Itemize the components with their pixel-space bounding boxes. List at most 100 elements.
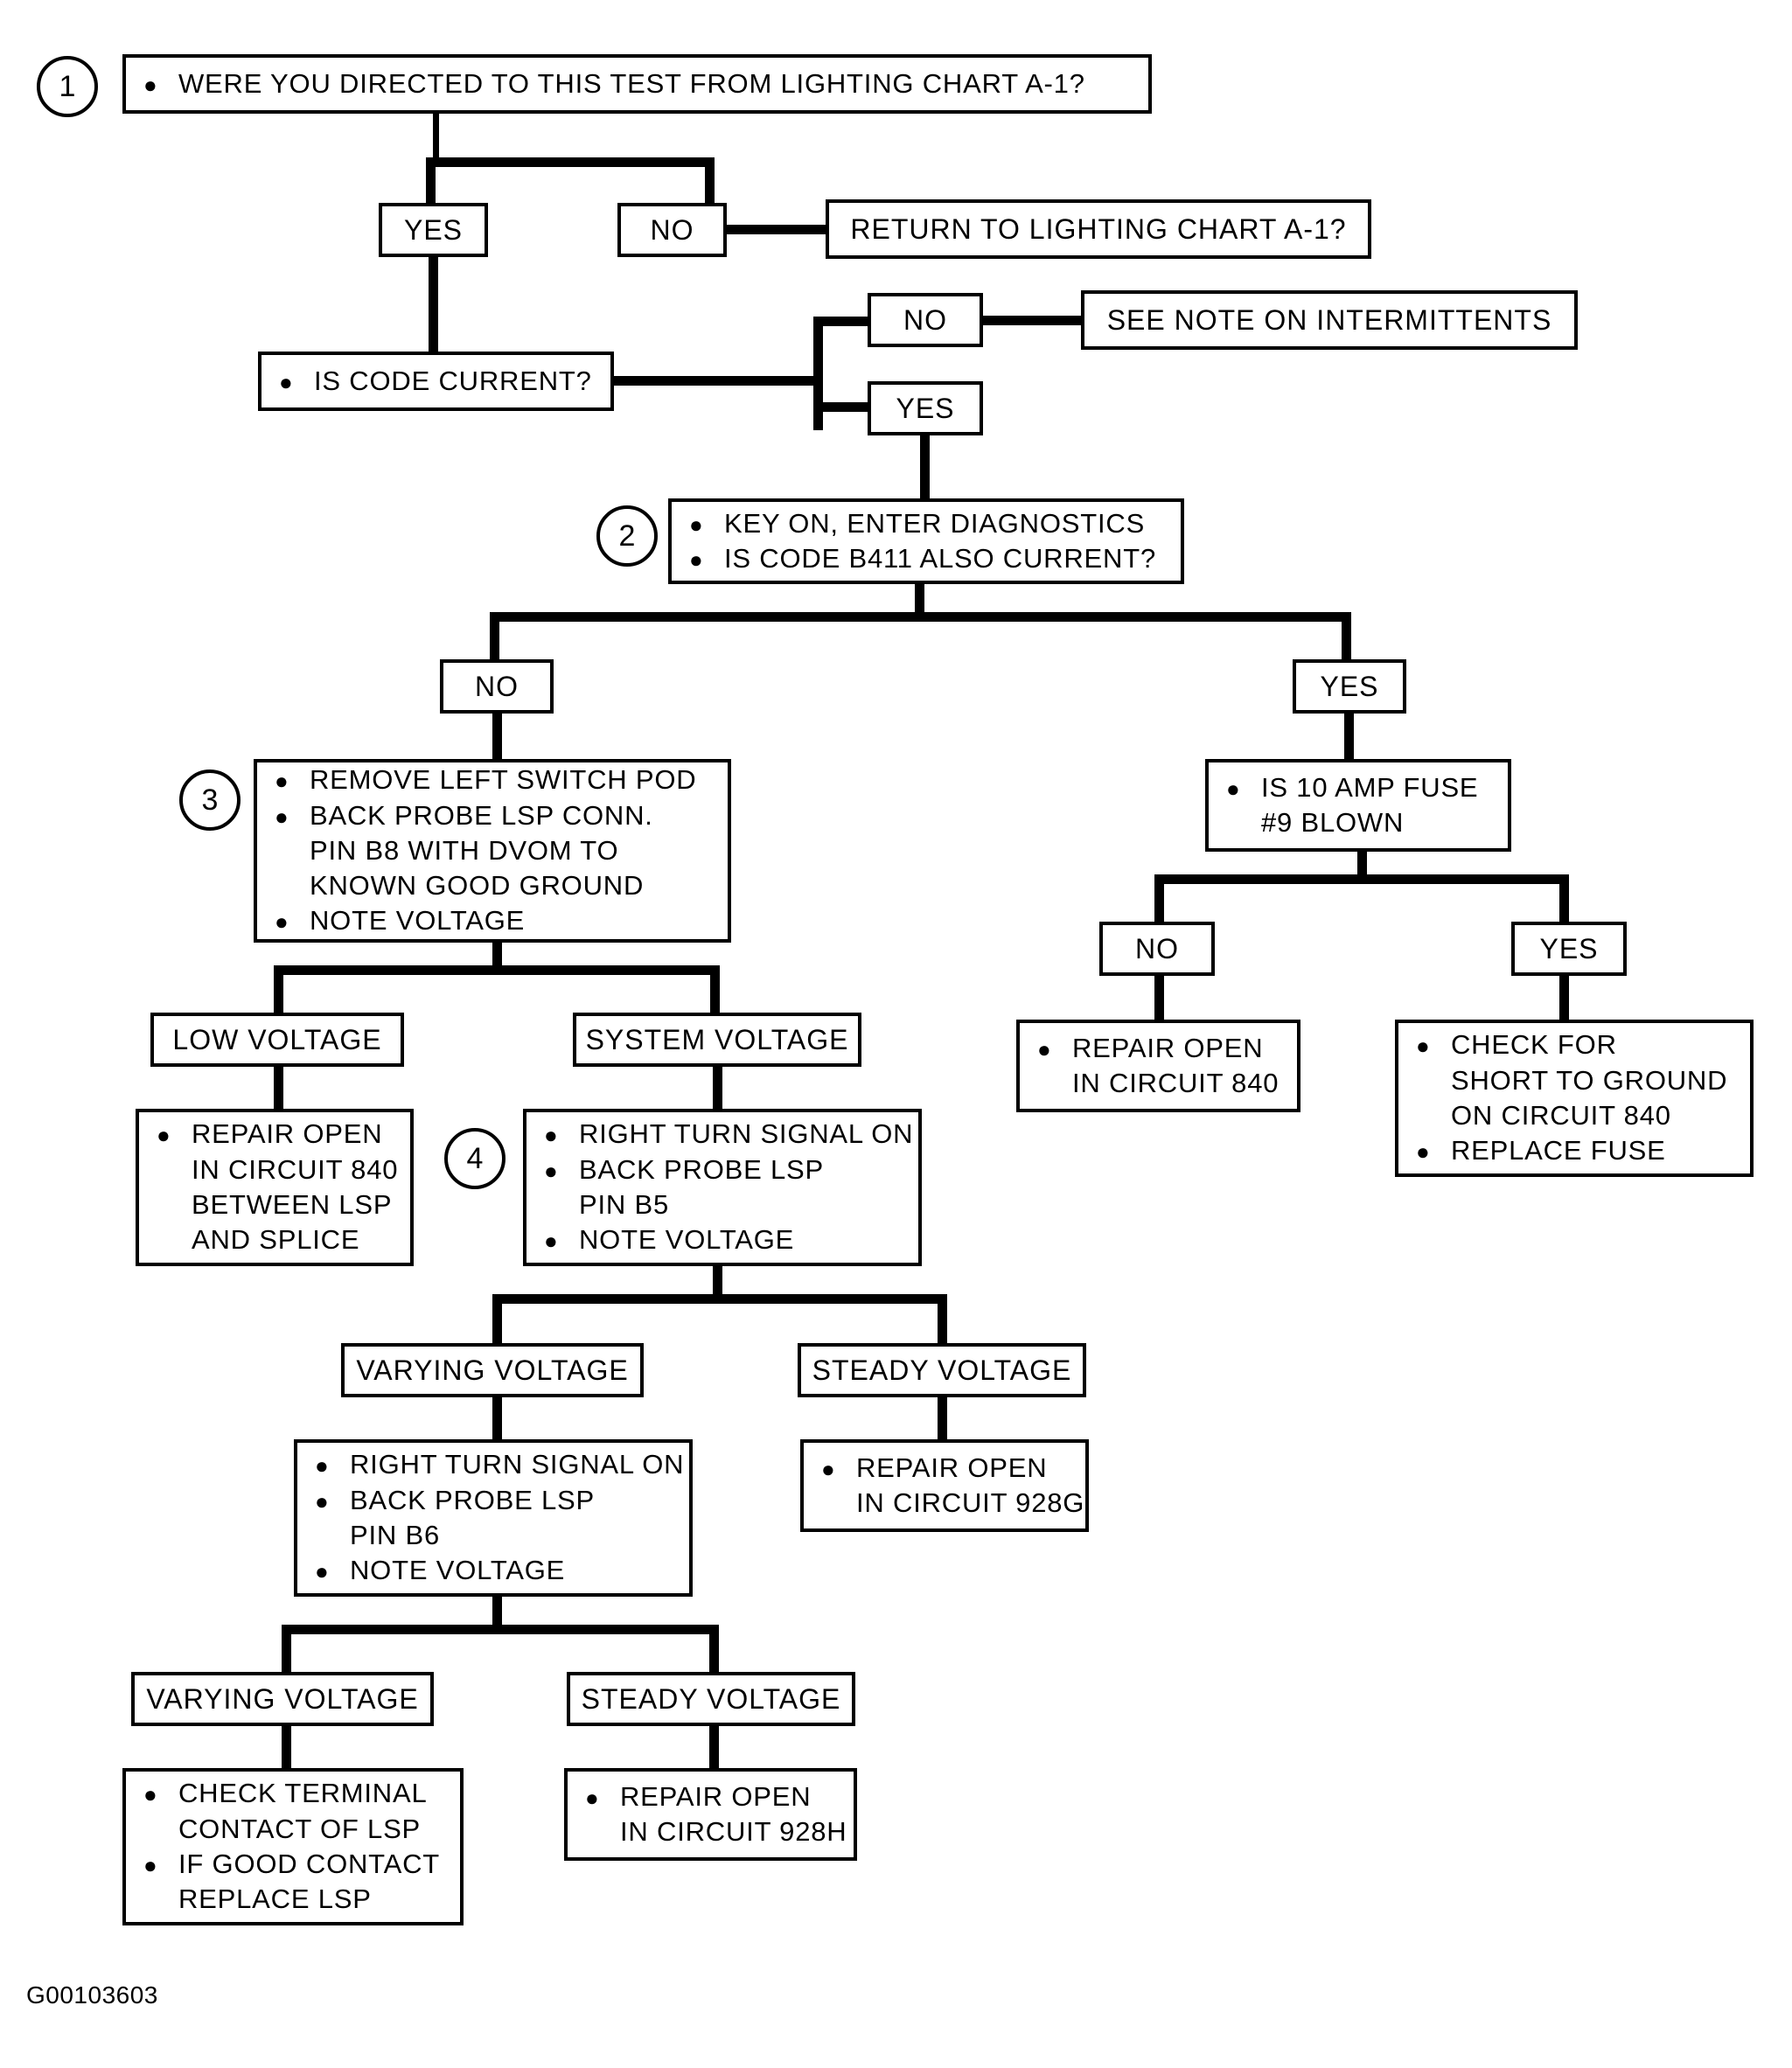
bullet-icon: ● — [1416, 1033, 1431, 1060]
node-repair-840-splice-line-2: IN CIRCUIT 840 — [192, 1153, 399, 1185]
node-step2-no-label: NO — [475, 670, 519, 702]
node-step2-yes[interactable]: YES — [1293, 659, 1406, 714]
node-q1-yes[interactable]: YES — [379, 203, 488, 257]
node-system-voltage[interactable]: SYSTEM VOLTAGE — [573, 1013, 861, 1067]
connector-probeb6-to-steady — [709, 1625, 719, 1675]
connector-codeyes-to-step2 — [920, 435, 930, 500]
node-probe-b6-line-4: NOTE VOLTAGE — [350, 1555, 566, 1586]
node-fuse-yes[interactable]: YES — [1511, 922, 1627, 976]
connector-step2yes-to-fuse — [1344, 714, 1354, 759]
node-is-code-current[interactable]: ● IS CODE CURRENT? — [258, 352, 614, 411]
node-step-3-line-1: REMOVE LEFT SWITCH POD — [310, 764, 697, 796]
node-question-1[interactable]: ● WERE YOU DIRECTED TO THIS TEST FROM LI… — [122, 54, 1152, 114]
node-step-3-line-3: PIN B8 WITH DVOM TO — [310, 834, 619, 866]
step-circle-2: 2 — [596, 505, 658, 567]
node-code-no[interactable]: NO — [868, 293, 983, 347]
connector-probeb6-down — [492, 1597, 502, 1630]
connector-code-to-yes — [813, 402, 875, 412]
footer-figure-id: G00103603 — [26, 1981, 158, 2009]
node-repair-928g-line-2: IN CIRCUIT 928G — [856, 1487, 1085, 1518]
connector-step2-to-yes — [1342, 612, 1351, 666]
bullet-icon: ● — [315, 1558, 330, 1585]
connector-q1-to-no — [705, 157, 715, 203]
node-repair-928h-line-1: REPAIR OPEN — [620, 1780, 812, 1812]
bullet-icon: ● — [585, 1784, 600, 1811]
bullet-icon: ● — [689, 511, 704, 538]
bullet-icon: ● — [1037, 1035, 1052, 1062]
node-steady-voltage-2-label: STEADY VOLTAGE — [581, 1682, 841, 1715]
connector-step3-down — [492, 943, 502, 971]
connector-step3-split — [274, 965, 720, 975]
node-varying-voltage-1[interactable]: VARYING VOLTAGE — [341, 1343, 644, 1397]
node-short-to-ground[interactable]: ● CHECK FOR SHORT TO GROUND ON CIRCUIT 8… — [1395, 1020, 1754, 1177]
node-probe-b6-line-3: PIN B6 — [350, 1520, 441, 1550]
connector-low-down — [274, 1067, 283, 1112]
connector-step2no-to-step3 — [492, 714, 502, 759]
node-see-note[interactable]: SEE NOTE ON INTERMITTENTS — [1081, 290, 1578, 350]
node-fuse-question-line-1: IS 10 AMP FUSE — [1261, 771, 1479, 803]
connector-probeb6-to-varying — [282, 1625, 291, 1675]
connector-fuseyes-down — [1559, 976, 1569, 1023]
connector-no-to-return — [724, 225, 829, 234]
node-varying-voltage-2[interactable]: VARYING VOLTAGE — [131, 1672, 434, 1726]
bullet-icon: ● — [544, 1157, 559, 1184]
node-step-3-line-2: BACK PROBE LSP CONN. — [310, 799, 653, 831]
bullet-icon: ● — [1226, 775, 1241, 802]
bullet-icon: ● — [821, 1455, 836, 1482]
node-repair-928h[interactable]: ● REPAIR OPEN IN CIRCUIT 928H — [564, 1768, 857, 1861]
node-short-to-ground-line-4: REPLACE FUSE — [1451, 1135, 1666, 1166]
node-repair-928h-line-2: IN CIRCUIT 928H — [620, 1816, 847, 1847]
node-steady-voltage-1[interactable]: STEADY VOLTAGE — [798, 1343, 1086, 1397]
bullet-icon: ● — [689, 547, 704, 573]
connector-step3-to-low — [274, 965, 283, 1016]
node-step-2[interactable]: ● KEY ON, ENTER DIAGNOSTICS ● IS CODE B4… — [668, 498, 1184, 584]
bullet-icon: ● — [157, 1122, 171, 1149]
node-return-chart-label: RETURN TO LIGHTING CHART A-1? — [850, 212, 1347, 245]
step-circle-1: 1 — [37, 56, 98, 117]
connector-steady2-down — [709, 1726, 719, 1772]
node-step-2-line-2: IS CODE B411 ALSO CURRENT? — [724, 543, 1156, 574]
connector-q1-to-yes — [426, 157, 436, 203]
connector-step4-split — [492, 1294, 947, 1304]
connector-step4-to-varying — [492, 1294, 502, 1347]
bullet-icon: ● — [143, 1852, 158, 1878]
node-check-terminal-line-1: CHECK TERMINAL — [178, 1778, 428, 1809]
connector-varying2-down — [282, 1726, 291, 1772]
bullet-icon: ● — [275, 803, 289, 830]
node-low-voltage[interactable]: LOW VOLTAGE — [150, 1013, 404, 1067]
connector-varying1-down — [492, 1397, 502, 1443]
node-q1-no[interactable]: NO — [617, 203, 727, 257]
node-repair-928g[interactable]: ● REPAIR OPEN IN CIRCUIT 928G — [800, 1439, 1089, 1532]
step-circle-4: 4 — [444, 1128, 506, 1189]
node-code-yes[interactable]: YES — [868, 381, 983, 435]
node-steady-voltage-2[interactable]: STEADY VOLTAGE — [567, 1672, 855, 1726]
node-repair-840-splice-line-4: AND SPLICE — [192, 1224, 360, 1256]
connector-step2-split — [490, 612, 1351, 622]
bullet-icon: ● — [1416, 1138, 1431, 1166]
node-step-4[interactable]: ● RIGHT TURN SIGNAL ON ● BACK PROBE LSP … — [523, 1109, 922, 1266]
node-probe-b6[interactable]: ● RIGHT TURN SIGNAL ON ● BACK PROBE LSP … — [294, 1439, 693, 1597]
node-is-code-current-text: IS CODE CURRENT? — [314, 365, 592, 396]
bullet-icon: ● — [544, 1228, 559, 1255]
node-step-4-line-2: BACK PROBE LSP — [579, 1153, 824, 1185]
node-repair-840-line-1: REPAIR OPEN — [1072, 1032, 1264, 1063]
node-fuse-no[interactable]: NO — [1099, 922, 1215, 976]
node-step2-no[interactable]: NO — [440, 659, 554, 714]
node-fuse-question-line-2: #9 BLOWN — [1261, 807, 1405, 838]
node-repair-840[interactable]: ● REPAIR OPEN IN CIRCUIT 840 — [1016, 1020, 1300, 1112]
node-check-terminal-line-4: REPLACE LSP — [178, 1883, 372, 1915]
connector-probeb6-split — [282, 1625, 719, 1634]
node-fuse-question[interactable]: ● IS 10 AMP FUSE #9 BLOWN — [1205, 759, 1511, 852]
bullet-icon: ● — [143, 71, 158, 98]
node-fuse-yes-label: YES — [1539, 932, 1599, 964]
node-check-terminal-line-2: CONTACT OF LSP — [178, 1813, 422, 1844]
connector-no-to-note — [978, 316, 1084, 325]
node-step-3[interactable]: ● REMOVE LEFT SWITCH POD ● BACK PROBE LS… — [254, 759, 731, 943]
node-repair-840-splice[interactable]: ● REPAIR OPEN IN CIRCUIT 840 BETWEEN LSP… — [136, 1109, 414, 1266]
node-return-chart[interactable]: RETURN TO LIGHTING CHART A-1? — [826, 199, 1371, 259]
node-step2-yes-label: YES — [1320, 670, 1379, 702]
connector-system-down — [713, 1067, 722, 1112]
connector-code-bus — [813, 317, 823, 430]
node-check-terminal[interactable]: ● CHECK TERMINAL CONTACT OF LSP ● IF GOO… — [122, 1768, 464, 1925]
node-varying-voltage-2-label: VARYING VOLTAGE — [146, 1682, 419, 1715]
